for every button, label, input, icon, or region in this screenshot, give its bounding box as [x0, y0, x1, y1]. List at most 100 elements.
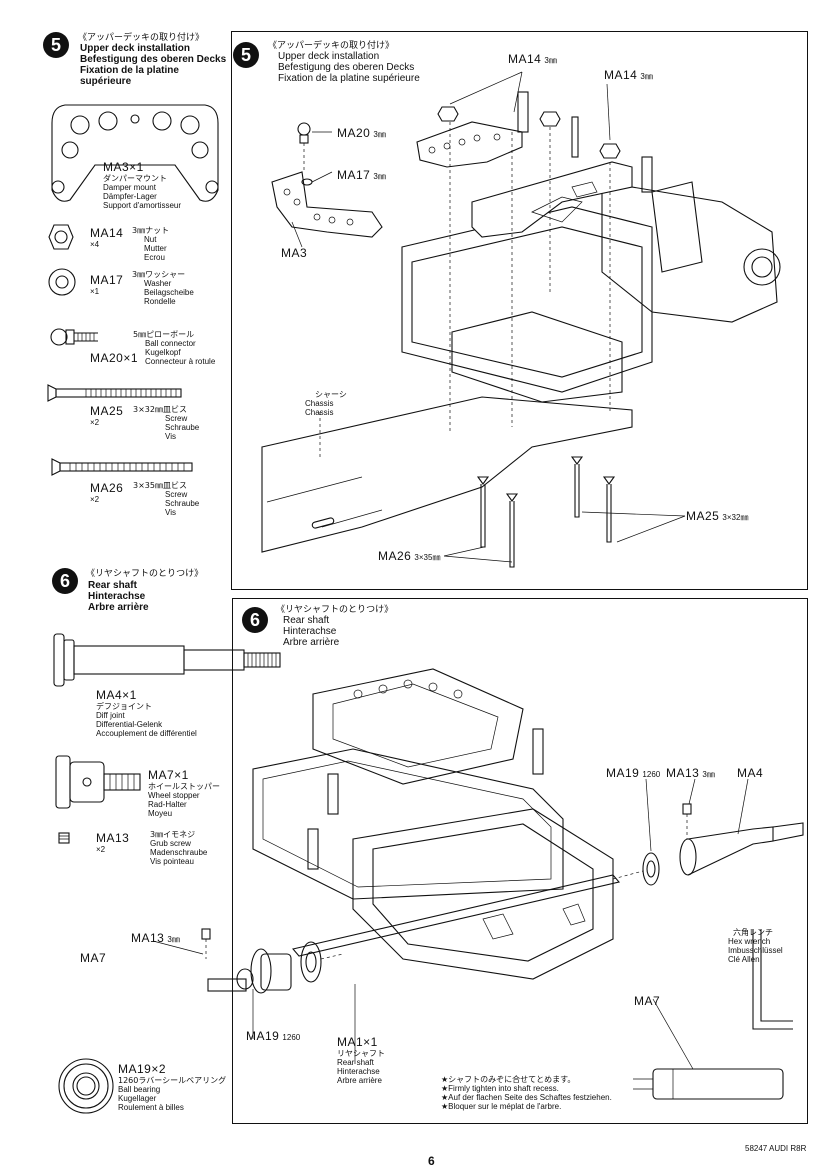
screw-32mm-part-drawing — [47, 384, 182, 402]
part-ma26-fr: Vis — [165, 508, 176, 517]
part-ma7: ホイールストッパー Wheel stopper Rad-Halter Moyeu — [148, 782, 220, 818]
part-ma3: MA3×1 ダンパーマウント Damper mount Dämpfer-Lage… — [103, 160, 181, 210]
step-5-panel-title-en: Upper deck installation — [278, 51, 380, 62]
part-ma4-de: Differential-Gelenk — [96, 720, 163, 729]
nut-part-drawing — [48, 224, 74, 250]
part-ma4: MA4×1 デフジョイント Diff joint Differential-Ge… — [96, 688, 197, 738]
step-6-title-fr: Arbre arrière — [88, 602, 149, 613]
step-6-panel-badge: 6 — [242, 607, 268, 633]
part-ma19: 1260ラバーシールベアリング Ball bearing Kugellager … — [118, 1076, 226, 1112]
part-ma14: 3㎜ナット Nut Mutter Ecrou — [132, 226, 169, 262]
part-ma17-fr: Rondelle — [144, 297, 176, 306]
part-ma17-jp: 3㎜ワッシャー — [132, 270, 186, 279]
part-ma14-jp: 3㎜ナット — [132, 226, 170, 235]
callout-ma14-b: MA14 3㎜ — [604, 68, 653, 82]
part-ma20-code: MA20×1 — [90, 351, 139, 365]
part-ma14-qty: ×4 — [90, 240, 100, 249]
step-6-titles: Rear shaft Hinterachse Arbre arrière — [88, 580, 149, 613]
part-ma7-code: MA7×1 — [148, 768, 189, 782]
part-ma26-qty: ×2 — [90, 495, 100, 504]
callout-ma13-left: MA13 3㎜ — [131, 931, 180, 945]
callout-ma1-code: MA1×1 — [337, 1035, 378, 1049]
step-6-title-de: Hinterachse — [88, 591, 146, 602]
step-5-title-en: Upper deck installation — [80, 43, 191, 54]
callout-ma4: MA4 — [737, 766, 764, 780]
callout-hex-jp: 六角レンチ — [733, 928, 773, 937]
part-ma13-fr: Vis pointeau — [150, 857, 194, 866]
note-de: ★Auf der flachen Seite des Schaftes fest… — [441, 1093, 612, 1102]
page-number: 6 — [428, 1154, 435, 1168]
step-6-diagram-panel — [232, 598, 808, 1124]
step-6-title-jp: 《リヤシャフトのとりつけ》 — [86, 569, 204, 579]
part-ma3-code: MA3×1 — [103, 160, 144, 174]
ball-connector-part-drawing — [50, 328, 98, 346]
step-5-panel-title-de: Befestigung des oberen Decks — [278, 62, 415, 73]
callout-ma19-bottom: MA19 1260 — [246, 1029, 301, 1043]
part-ma25-de: Schraube — [165, 423, 200, 432]
part-ma26-code: MA26 — [90, 481, 124, 495]
part-ma17-de: Beilagscheibe — [144, 288, 194, 297]
callout-ma1-jp: リヤシャフト — [337, 1049, 385, 1058]
part-ma25: 3×32㎜皿ビス Screw Schraube Vis — [133, 405, 199, 441]
step-5-panel-badge: 5 — [233, 42, 259, 68]
part-ma13-de: Madenschraube — [150, 848, 208, 857]
part-ma20-en: Ball connector — [145, 339, 196, 348]
part-ma26-de: Schraube — [165, 499, 200, 508]
part-ma19-fr: Roulement à billes — [118, 1103, 184, 1112]
callout-chassis: シャーシ Chassis Chassis — [305, 390, 347, 417]
part-ma19-jp: 1260ラバーシールベアリング — [118, 1076, 227, 1085]
diff-joint-part-drawing — [53, 633, 281, 687]
callout-ma20: MA20 3㎜ — [337, 126, 386, 140]
callout-hex-wrench: 六角レンチ Hex wrench Imbusschlüssel Clé Alle… — [728, 928, 783, 964]
ball-bearing-part-drawing — [58, 1058, 114, 1114]
step-6-title-en: Rear shaft — [88, 580, 137, 591]
step-6-panel-title-jp: 《リヤシャフトのとりつけ》 — [276, 605, 394, 615]
callout-hex-fr: Clé Allen — [728, 955, 760, 964]
note-jp: ★シャフトのみぞに合せてとめます。 — [441, 1075, 576, 1084]
part-ma14-fr: Ecrou — [144, 253, 165, 262]
step-5-titles: Upper deck installation Befestigung des … — [80, 43, 226, 87]
part-ma17-en: Washer — [144, 279, 172, 288]
part-ma4-jp: デフジョイント — [96, 702, 152, 711]
callout-ma25: MA25 3×32㎜ — [686, 509, 749, 523]
step-5-title-jp: 《アッパーデッキの取り付け》 — [78, 33, 205, 43]
part-ma13-en: Grub screw — [150, 839, 191, 848]
grub-screw-part-drawing — [58, 832, 70, 844]
callout-ma1-de: Hinterachse — [337, 1067, 380, 1076]
callout-ma7-left: MA7 — [80, 951, 107, 965]
callout-ma1-fr: Arbre arrière — [337, 1076, 382, 1085]
part-ma3-de: Dämpfer-Lager — [103, 192, 157, 201]
part-ma14-en: Nut — [144, 235, 157, 244]
part-ma14-de: Mutter — [144, 244, 167, 253]
damper-mount-part-drawing — [51, 104, 219, 202]
callout-hex-de: Imbusschlüssel — [728, 946, 783, 955]
part-ma19-code: MA19×2 — [118, 1062, 167, 1076]
part-ma25-code: MA25 — [90, 404, 124, 418]
note-fr: ★Bloquer sur le méplat de l'arbre. — [441, 1102, 562, 1111]
step-5-panel-title-jp: 《アッパーデッキの取り付け》 — [268, 41, 395, 51]
part-ma4-en: Diff joint — [96, 711, 125, 720]
washer-part-drawing — [48, 268, 76, 296]
callout-ma19-top: MA19 1260 — [606, 766, 661, 780]
step-6-panel-title-de: Hinterachse — [283, 626, 337, 637]
wheel-stopper-part-drawing — [55, 755, 141, 809]
callout-chassis-en: Chassis — [305, 399, 334, 408]
callout-ma1: MA1×1 リヤシャフト Rear shaft Hinterachse Arbr… — [337, 1035, 385, 1085]
callout-ma3: MA3 — [281, 246, 308, 260]
part-ma25-en: Screw — [165, 414, 188, 423]
part-ma7-en: Wheel stopper — [148, 791, 200, 800]
part-ma4-code: MA4×1 — [96, 688, 137, 702]
part-ma3-en: Damper mount — [103, 183, 156, 192]
part-ma26-en: Screw — [165, 490, 188, 499]
callout-hex-en: Hex wrench — [728, 937, 771, 946]
part-ma25-qty: ×2 — [90, 418, 100, 427]
callout-ma17: MA17 3㎜ — [337, 168, 386, 182]
part-ma17: 3㎜ワッシャー Washer Beilagscheibe Rondelle — [132, 270, 194, 306]
step-5-title-fr: Fixation de la platine — [80, 65, 179, 76]
part-ma7-jp: ホイールストッパー — [148, 782, 220, 791]
part-ma3-fr: Support d'amortisseur — [103, 201, 182, 210]
step-5-panel-title-fr: Fixation de la platine supérieure — [278, 73, 420, 84]
part-ma25-size: 3×32㎜皿ビス — [133, 405, 187, 414]
callout-ma13-top: MA13 3㎜ — [666, 766, 715, 780]
step-5-title-de: Befestigung des oberen Decks — [80, 54, 227, 65]
